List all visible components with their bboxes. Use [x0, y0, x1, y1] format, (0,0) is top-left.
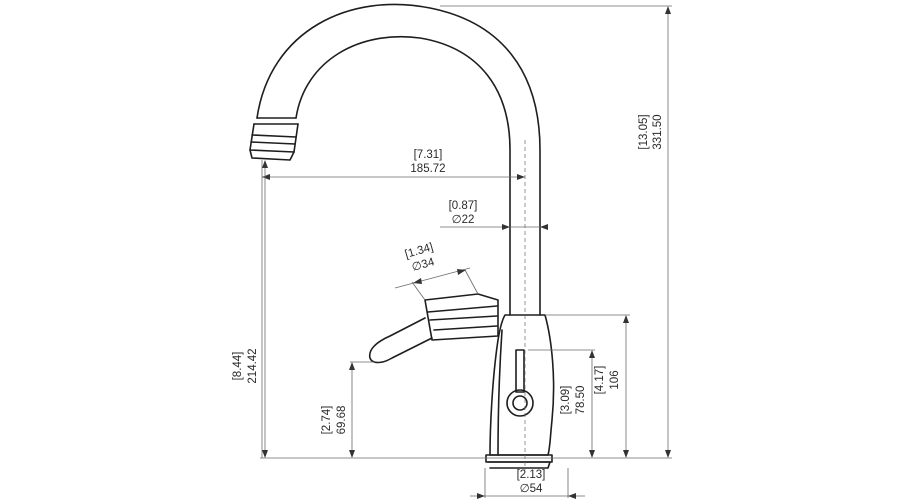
dim-handle-height-mm: 69.68	[336, 406, 348, 435]
dim-reach: [7.31] 185.72	[262, 149, 525, 180]
spout-outer-curve	[256, 3, 541, 316]
dim-knob-height-inch: [3.09]	[560, 386, 572, 415]
spout-aerator	[249, 117, 299, 161]
spout-inner-curve	[295, 36, 511, 316]
dim-body-height: [4.17] 106	[594, 315, 629, 458]
faucet-outline	[249, 3, 555, 469]
dim-knob-height: [3.09] 78.50	[560, 350, 595, 458]
body-front-contour	[497, 329, 503, 456]
dim-knob-height-mm: 78.50	[575, 386, 587, 415]
dim-body-diameter-inch: [0.87]	[449, 200, 478, 212]
dim-handle-height-inch: [2.74]	[321, 406, 333, 435]
dim-base-diameter-inch: [2.13]	[517, 469, 546, 481]
dim-total-height-mm: 331.50	[652, 114, 664, 149]
dim-spout-height-inch: [8.44]	[232, 352, 244, 381]
reference-lines	[260, 5, 672, 498]
dim-total-height: [13.05] 331.50	[638, 6, 671, 458]
handle-lever	[368, 293, 499, 364]
dim-body-height-inch: [4.17]	[594, 366, 606, 395]
dim-base-diameter: [2.13] ∅54	[470, 469, 585, 499]
dim-total-height-inch: [13.05]	[638, 114, 650, 149]
dim-reach-inch: [7.31]	[414, 149, 443, 161]
dim-body-diameter: [0.87] ∅22	[440, 200, 548, 230]
dim-body-height-mm: 106	[609, 370, 621, 389]
dim-base-diameter-mm: ∅54	[520, 483, 543, 495]
side-knob	[506, 349, 534, 417]
dim-body-diameter-mm: ∅22	[452, 214, 475, 226]
dim-reach-mm: 185.72	[410, 163, 445, 175]
dim-spout-height: [8.44] 214.42	[232, 160, 268, 458]
dim-handle-diameter-mm: ∅34	[411, 256, 437, 274]
dim-handle-height: [2.74] 69.68	[321, 362, 355, 458]
dim-spout-height-mm: 214.42	[247, 348, 259, 383]
faucet-base	[485, 454, 553, 469]
dim-handle-diameter: [1.34] ∅34	[394, 241, 479, 301]
